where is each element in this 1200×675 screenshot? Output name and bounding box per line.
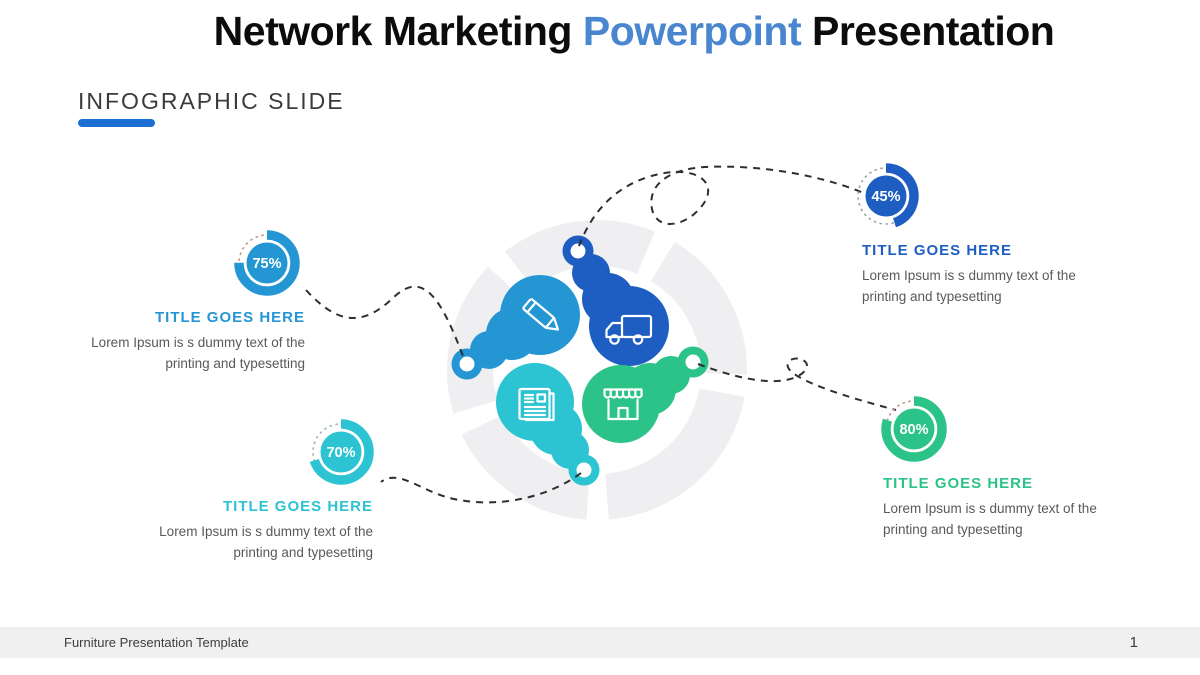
percent-label: 70%	[326, 445, 355, 461]
infographic-item-70: 70% TITLE GOES HERE Lorem Ipsum is s dum…	[130, 414, 374, 563]
truck-icon	[605, 314, 653, 345]
section-title: INFOGRAPHIC SLIDE	[78, 88, 345, 114]
page-number: 1	[1129, 634, 1138, 651]
blob-delivery-dot	[570, 243, 586, 259]
slide-title-part2: Presentation	[801, 8, 1055, 54]
blob-design	[451, 275, 580, 380]
percent-label: 75%	[252, 256, 281, 272]
item-title: TITLE GOES HERE	[862, 242, 1013, 259]
blob-delivery	[562, 235, 669, 366]
blob-news	[496, 363, 600, 486]
dashed-connector-delivery	[578, 165, 871, 247]
donut-chart-80: 80%	[881, 396, 947, 462]
blob-design-dot	[459, 356, 475, 372]
donut-chart-75: 75%	[234, 230, 300, 296]
footer-bar: Furniture Presentation Template 1	[0, 627, 1200, 658]
slide-title: Network Marketing Powerpoint Presentatio…	[184, 8, 1084, 54]
percent-label: 80%	[899, 422, 928, 438]
section-underline	[78, 119, 155, 127]
item-title: TITLE GOES HERE	[154, 309, 305, 326]
newspaper-icon	[518, 387, 555, 422]
store-icon	[603, 388, 643, 421]
blob-store	[582, 346, 709, 443]
percent-label: 45%	[871, 189, 900, 205]
slide-title-part1: Network Marketing	[213, 8, 583, 54]
donut-chart-45: 45%	[853, 163, 919, 229]
item-title: TITLE GOES HERE	[222, 498, 373, 515]
infographic-item-45: 45% TITLE GOES HERE Lorem Ipsum is s dum…	[853, 158, 1114, 307]
item-title: TITLE GOES HERE	[883, 475, 1034, 492]
footer-template-name: Furniture Presentation Template	[64, 635, 249, 650]
infographic-item-80: 80% TITLE GOES HERE Lorem Ipsum is s dum…	[881, 391, 1135, 540]
blob-store-dot	[685, 354, 701, 370]
slide-title-highlight: Powerpoint	[582, 8, 802, 54]
dashed-connector-news	[380, 472, 582, 504]
donut-chart-70: 70%	[308, 419, 374, 485]
pencil-icon	[522, 298, 560, 331]
blob-news-dot	[576, 462, 592, 478]
dashed-connector-store	[697, 357, 897, 411]
background-ring	[447, 220, 747, 520]
dashed-connector-design	[305, 285, 464, 357]
infographic-item-75: 75% TITLE GOES HERE Lorem Ipsum is s dum…	[62, 225, 305, 374]
